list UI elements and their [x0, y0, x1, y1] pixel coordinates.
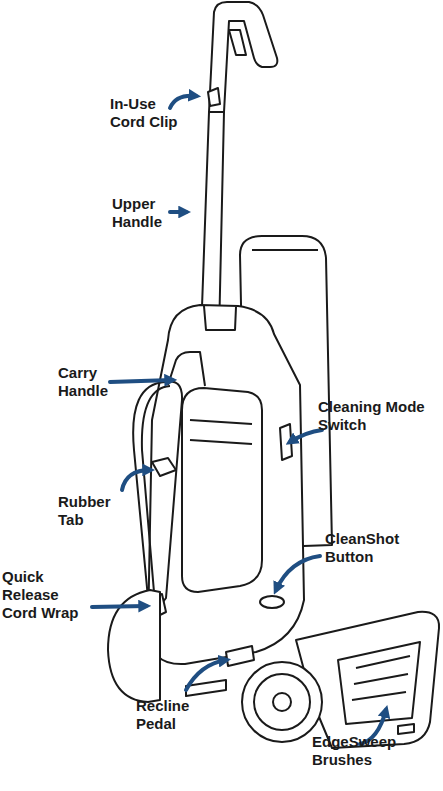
part-label: In-Use Cord Clip	[110, 95, 185, 131]
nozzle-grille	[352, 656, 410, 700]
rubber-tab	[152, 458, 176, 476]
clean-water-tank	[182, 388, 262, 592]
part-label: Rubber Tab	[58, 493, 118, 529]
machine-drawing	[108, 2, 439, 748]
wheel-rim	[254, 674, 310, 730]
cord-clip	[208, 88, 220, 106]
handle-grip	[209, 2, 277, 112]
handle-socket	[204, 306, 236, 330]
nozzle-head	[296, 612, 439, 748]
grip-trigger	[229, 30, 246, 55]
leader-arrow	[122, 470, 150, 490]
part-label: Recline Pedal	[136, 697, 201, 733]
handle-tube	[201, 112, 224, 335]
wrapped-cord	[142, 386, 170, 592]
part-label: Upper Handle	[112, 195, 172, 231]
leader-arrow	[290, 430, 322, 442]
leader-arrow	[186, 660, 226, 690]
tank-line	[252, 249, 318, 251]
leader-arrow	[276, 556, 320, 590]
recline-pedal	[226, 646, 254, 666]
leader-arrow	[110, 380, 172, 382]
wheel-hub	[273, 693, 291, 711]
part-label: CleanShot Button	[325, 530, 415, 566]
part-label: Cleaning Mode Switch	[318, 398, 433, 434]
leader-arrow	[170, 96, 196, 108]
wrapped-cord	[133, 381, 182, 607]
cleanshot-button	[260, 596, 284, 608]
part-label: Carry Handle	[58, 364, 118, 400]
tank-ribs	[190, 420, 252, 444]
right-wheel	[242, 662, 322, 742]
part-label: EdgeSweep Brushes	[312, 733, 407, 769]
main-body	[148, 305, 304, 664]
edge-brush	[398, 724, 414, 734]
part-label: Quick Release Cord Wrap	[2, 568, 87, 622]
nozzle-window	[338, 642, 420, 724]
leader-arrow	[92, 606, 146, 607]
leader-arrow	[170, 210, 186, 214]
